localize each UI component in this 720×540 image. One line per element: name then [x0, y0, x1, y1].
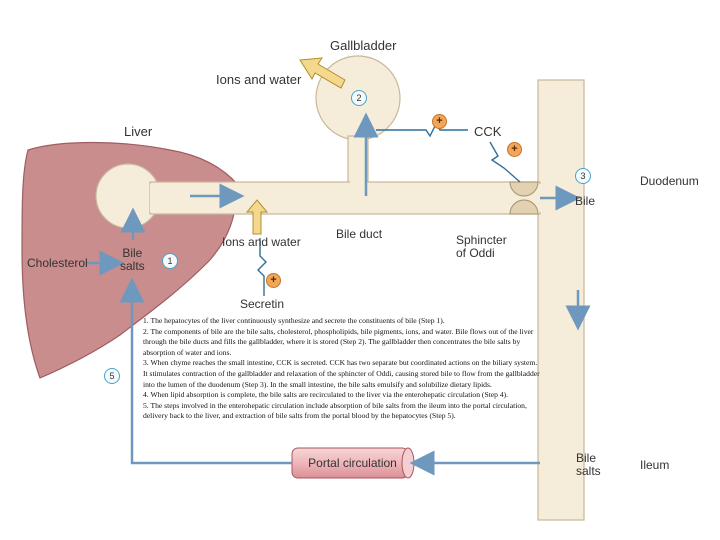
bile-salts-left-label: Bile salts [120, 246, 145, 273]
step-3-text: 3. When chyme reaches the small intestin… [143, 358, 540, 389]
step-marker-3: 3 [575, 168, 591, 184]
ions-water-top-label: Ions and water [216, 72, 302, 87]
liver-label: Liver [124, 124, 153, 139]
cholesterol-label: Cholesterol [27, 256, 88, 270]
portal-to-liver-arrow [119, 277, 292, 465]
step-marker-5: 5 [104, 368, 120, 384]
portal-circulation-label: Portal circulation [308, 456, 397, 470]
ions-water-mid-arrow [245, 199, 269, 235]
cck-signal-gallbladder [376, 122, 468, 138]
ions-water-mid-label: Ions and water [222, 235, 301, 249]
ions-water-top-arrow [299, 57, 346, 89]
step-4-text: 4. When lipid absorption is complete, th… [143, 390, 509, 400]
secretin-label: Secretin [240, 297, 285, 311]
step-5-text: 5. The steps involved in the enterohepat… [143, 400, 527, 421]
step-descriptions: 1. The hepatocytes of the liver continuo… [143, 316, 543, 422]
step-1-text: 1. The hepatocytes of the liver continuo… [143, 316, 445, 325]
gallbladder-label: Gallbladder [330, 38, 397, 53]
common-bile-duct [149, 181, 541, 215]
bile-duct-label: Bile duct [336, 227, 383, 241]
bile-salts-right-label: Bile salts [576, 451, 601, 478]
bile-label: Bile [575, 194, 596, 208]
step-marker-1: 1 [162, 253, 178, 269]
sphincter-lower [509, 199, 539, 215]
intestine-tube [537, 79, 585, 521]
sphincter-label: Sphincter of Oddi [456, 233, 507, 260]
duodenum-label: Duodenum [640, 174, 699, 188]
step-2-text: 2. The components of bile are the bile s… [143, 326, 534, 357]
secretin-signal [257, 238, 267, 296]
sphincter-upper [509, 181, 539, 197]
cck-label: CCK [474, 124, 502, 139]
ileum-label: Ileum [640, 458, 670, 472]
cck-signal-sphincter [489, 141, 521, 183]
cck-gallbladder-plus-icon: + [432, 114, 447, 129]
secretin-plus-icon: + [266, 273, 281, 288]
cck-sphincter-plus-icon: + [507, 142, 522, 157]
step-marker-2: 2 [351, 90, 367, 106]
